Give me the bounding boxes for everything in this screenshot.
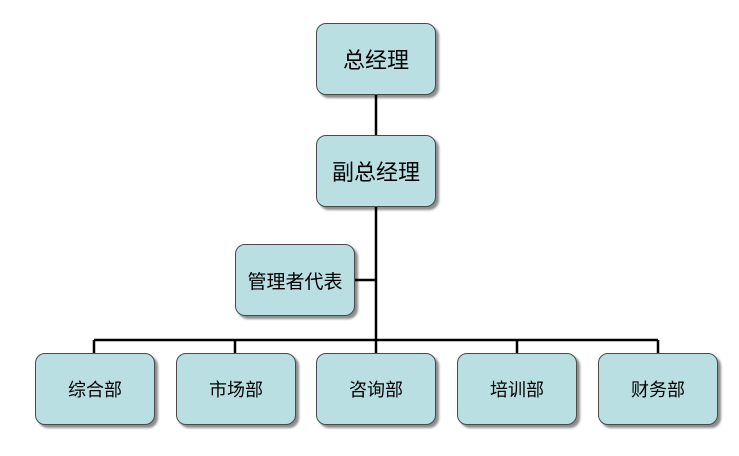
node-dept-marketing: 市场部 [176, 353, 296, 425]
node-dept-training: 培训部 [457, 353, 577, 425]
node-deputy-general-manager: 副总经理 [316, 135, 436, 207]
node-dept-finance: 财务部 [598, 353, 718, 425]
node-dept-general-affairs: 综合部 [35, 353, 155, 425]
node-general-manager: 总经理 [316, 23, 436, 95]
node-management-representative: 管理者代表 [235, 244, 355, 316]
node-dept-consulting: 咨询部 [316, 353, 436, 425]
